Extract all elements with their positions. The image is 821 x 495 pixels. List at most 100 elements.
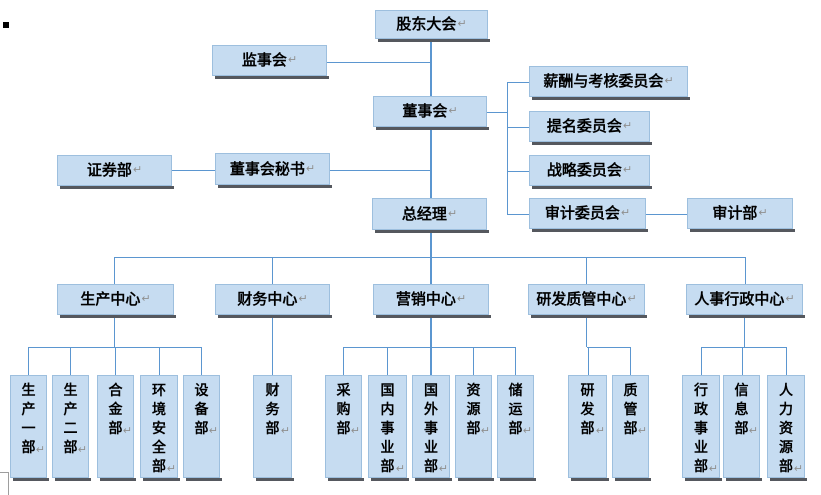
- node-label-char: 部↵: [63, 439, 88, 456]
- org-node-supervisory-board[interactable]: 监事会↵: [212, 45, 329, 79]
- connector-line: [430, 257, 432, 284]
- org-node-audit-committee[interactable]: 审计委员会↵: [529, 198, 648, 232]
- node-label-char: 行: [694, 382, 708, 398]
- paragraph-mark-icon: ↵: [522, 425, 532, 437]
- connector-line: [430, 315, 432, 375]
- text-cursor-block: [3, 22, 9, 28]
- connector-line: [115, 347, 116, 375]
- org-node-finance-dept[interactable]: 财务部↵: [253, 375, 294, 481]
- node-label: 薪酬与考核委员会: [543, 73, 664, 90]
- paragraph-mark-icon: ↵: [480, 425, 490, 437]
- org-node-hr-admin-center[interactable]: 人事行政中心↵: [686, 284, 805, 318]
- connector-line: [507, 127, 529, 128]
- canvas-corner-mark: [8, 472, 9, 495]
- node-label: 提名委员会: [546, 118, 622, 135]
- paragraph-mark-icon: ↵: [77, 444, 87, 456]
- canvas-corner-mark: [0, 472, 9, 473]
- node-label-char: 备: [194, 401, 209, 417]
- connector-line: [430, 230, 432, 258]
- org-node-nomination-committee[interactable]: 提名委员会↵: [529, 111, 652, 145]
- org-node-domestic-business-dept[interactable]: 国内事业部↵: [368, 375, 409, 481]
- node-label: 审计部: [712, 205, 758, 222]
- node-label-char: 部↵: [694, 458, 718, 475]
- node-label-char: 采: [336, 382, 351, 398]
- org-node-resources-dept[interactable]: 资源部↵: [455, 375, 494, 481]
- node-label-char: 信: [734, 382, 749, 398]
- connector-line: [70, 347, 71, 375]
- paragraph-mark-icon: ↵: [35, 444, 45, 456]
- node-label: 监事会: [241, 52, 287, 69]
- org-node-quality-dept[interactable]: 质管部↵: [612, 375, 651, 481]
- node-label-char: 部↵: [265, 420, 291, 437]
- node-label-char: 产: [21, 401, 36, 417]
- org-node-rd-dept[interactable]: 研发部↵: [568, 375, 609, 481]
- org-node-board-of-directors[interactable]: 董事会↵: [373, 96, 489, 130]
- paragraph-mark-icon: ↵: [622, 120, 633, 132]
- connector-line: [630, 347, 631, 375]
- node-label-char: 部↵: [580, 420, 606, 437]
- org-node-alloy-dept[interactable]: 合金部↵: [97, 375, 136, 481]
- paragraph-mark-icon: ↵: [132, 164, 143, 176]
- org-node-remuneration-appraisal-committee[interactable]: 薪酬与考核委员会↵: [529, 66, 690, 100]
- org-node-marketing-center[interactable]: 营销中心↵: [373, 284, 491, 318]
- paragraph-mark-icon: ↵: [298, 293, 308, 305]
- org-node-board-secretary[interactable]: 董事会秘书↵: [215, 153, 332, 188]
- connector-line: [742, 347, 743, 375]
- node-label-char: 业: [380, 439, 395, 455]
- org-node-environment-safety-dept[interactable]: 环境安全部↵: [140, 375, 180, 481]
- node-label-char: 息: [734, 401, 749, 417]
- connector-line: [701, 347, 702, 375]
- connector-line: [701, 347, 787, 348]
- node-label-char: 部↵: [21, 439, 46, 456]
- connector-line: [646, 214, 687, 215]
- node-label-char: 业: [424, 439, 438, 455]
- org-node-audit-department[interactable]: 审计部↵: [687, 198, 795, 232]
- org-node-rd-quality-center[interactable]: 研发质管中心↵: [528, 284, 647, 318]
- paragraph-mark-icon: ↵: [395, 463, 405, 475]
- connector-line: [343, 347, 516, 348]
- paragraph-mark-icon: ↵: [438, 463, 448, 475]
- org-node-general-manager[interactable]: 总经理↵: [372, 198, 489, 233]
- org-node-shareholders-meeting[interactable]: 股东大会↵: [375, 10, 490, 42]
- node-label-char: 财: [265, 382, 280, 398]
- connector-line: [744, 315, 745, 347]
- org-node-information-dept[interactable]: 信息部↵: [723, 375, 762, 481]
- node-label-char: 资: [466, 382, 481, 398]
- connector-line: [786, 347, 787, 375]
- org-node-equipment-dept[interactable]: 设备部↵: [183, 375, 222, 481]
- connector-line: [201, 347, 202, 375]
- org-node-strategy-committee[interactable]: 战略委员会↵: [529, 155, 652, 189]
- paragraph-mark-icon: ↵: [457, 18, 467, 30]
- node-label-char: 部↵: [336, 420, 361, 437]
- node-label-char: 源: [779, 439, 793, 455]
- paragraph-mark-icon: ↵: [122, 425, 132, 437]
- node-label-char: 内: [380, 401, 395, 417]
- node-label-char: 资: [779, 420, 793, 436]
- org-node-production-dept-2[interactable]: 生产二部↵: [52, 375, 91, 481]
- node-label-char: 政: [694, 401, 708, 417]
- org-node-admin-business-dept[interactable]: 行政事业部↵: [682, 375, 722, 481]
- node-label-char: 发: [580, 401, 595, 417]
- connector-line: [430, 347, 431, 375]
- node-label-char: 部↵: [108, 420, 133, 437]
- connector-line: [588, 347, 589, 375]
- paragraph-mark-icon: ↵: [627, 293, 637, 305]
- connector-line: [487, 112, 507, 113]
- connector-line: [387, 347, 388, 375]
- node-label-char: 国: [380, 382, 395, 398]
- node-label-char: 事: [424, 420, 438, 436]
- connector-line: [507, 171, 529, 172]
- org-node-production-center[interactable]: 生产中心↵: [57, 284, 176, 318]
- node-label: 证券部: [86, 162, 132, 179]
- org-node-finance-center[interactable]: 财务中心↵: [215, 284, 332, 318]
- org-node-storage-transport-dept[interactable]: 储运部↵: [497, 375, 536, 481]
- org-node-production-dept-1[interactable]: 生产一部↵: [10, 375, 49, 481]
- org-node-overseas-business-dept[interactable]: 国外事业部↵: [412, 375, 452, 481]
- node-label-char: 境: [152, 401, 166, 417]
- node-label-char: 部↵: [508, 420, 533, 437]
- paragraph-mark-icon: ↵: [141, 293, 151, 305]
- node-label-char: 安: [152, 420, 166, 436]
- org-node-securities-department[interactable]: 证券部↵: [57, 155, 174, 189]
- org-node-purchasing-dept[interactable]: 采购部↵: [325, 375, 364, 481]
- org-node-human-resources-dept[interactable]: 人力资源部↵: [767, 375, 807, 481]
